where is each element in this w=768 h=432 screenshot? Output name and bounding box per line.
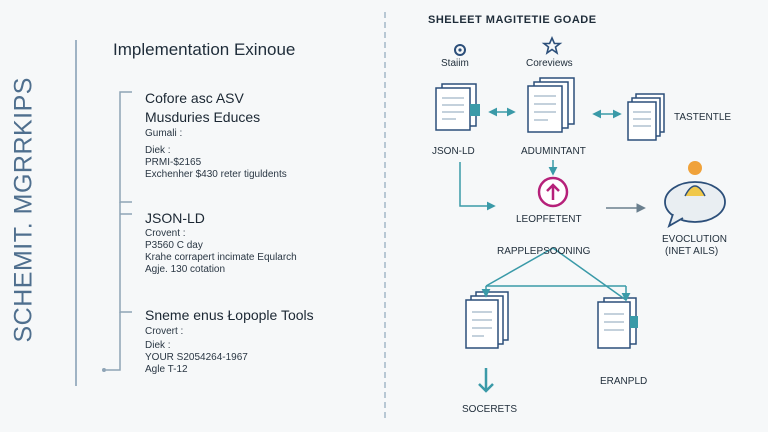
document-stack-eranpld-icon — [597, 297, 638, 349]
label-jsonld: JSON-LD — [432, 146, 475, 157]
section-1-line-4: Exchenher $430 reter tiguldents — [145, 169, 287, 180]
section-3-line-1: Crovert : — [145, 326, 184, 337]
panel-divider — [384, 12, 386, 418]
label-rapplepsoning: RAPPLEPSOONING — [497, 246, 591, 257]
section-1-line-2: Diek : — [145, 145, 171, 156]
label-evolution: EVOCLUTION — [662, 234, 728, 245]
bracket-1 — [119, 91, 132, 203]
label-coreviews: Coreviews — [526, 58, 573, 69]
connector-jsonld-loopfetent — [459, 162, 496, 211]
bracket-3 — [106, 312, 121, 371]
up-arrow-icon — [537, 176, 569, 208]
connector-branch — [485, 247, 627, 301]
label-eranpld: ERANPLD — [600, 376, 648, 387]
section-1-subheading: Musduries Educes — [145, 109, 261, 125]
timeline-line — [75, 40, 77, 386]
panel-title: Implementation Exinoue — [113, 40, 296, 59]
person-bubble-icon — [664, 161, 726, 228]
section-3-heading: Sneme enus Łopople Tools — [145, 307, 314, 323]
document-stack-jsonld-icon — [435, 83, 480, 131]
section-1-line-1: Gumali : — [145, 128, 183, 139]
document-stack-adumintant-icon — [527, 77, 575, 133]
section-1-line-3: PRMI-$2165 — [145, 157, 202, 168]
section-3-line-2: Diek : — [145, 340, 171, 351]
section-3-line-4: Agle T-12 — [145, 364, 188, 375]
label-socerets: SOCERETS — [462, 404, 518, 415]
label-tastentle: TASTENTLE — [674, 112, 732, 123]
label-loopfetent: LEOPFETENT — [516, 214, 582, 225]
section-3-line-3: YOUR S2054264-1967 — [145, 352, 248, 363]
section-2-line-3: Krahe corrapert incimate Eqularch — [145, 252, 297, 263]
label-evolution-sub: (INET AILS) — [665, 246, 719, 257]
diagram-title: SHELEET MAGITETIE GOADE — [428, 14, 597, 26]
document-stack-socerets-icon — [465, 291, 509, 349]
star-icon — [541, 35, 563, 55]
document-stack-tastentle-icon — [627, 93, 665, 141]
section-2-line-4: Agje. 130 cotation — [145, 264, 226, 275]
label-adumintant: ADUMINTANT — [521, 146, 586, 157]
section-2-heading: JSON-LD — [145, 210, 205, 226]
section-1-heading: Cofore asc ASV — [145, 90, 244, 106]
gear-icon — [454, 44, 466, 56]
section-2-line-2: P3560 C day — [145, 240, 203, 251]
label-staim: Staiim — [441, 58, 469, 69]
section-brackets — [102, 91, 132, 372]
down-arrow-icon — [478, 368, 494, 393]
section-2-line-1: Crovent : — [145, 228, 186, 239]
